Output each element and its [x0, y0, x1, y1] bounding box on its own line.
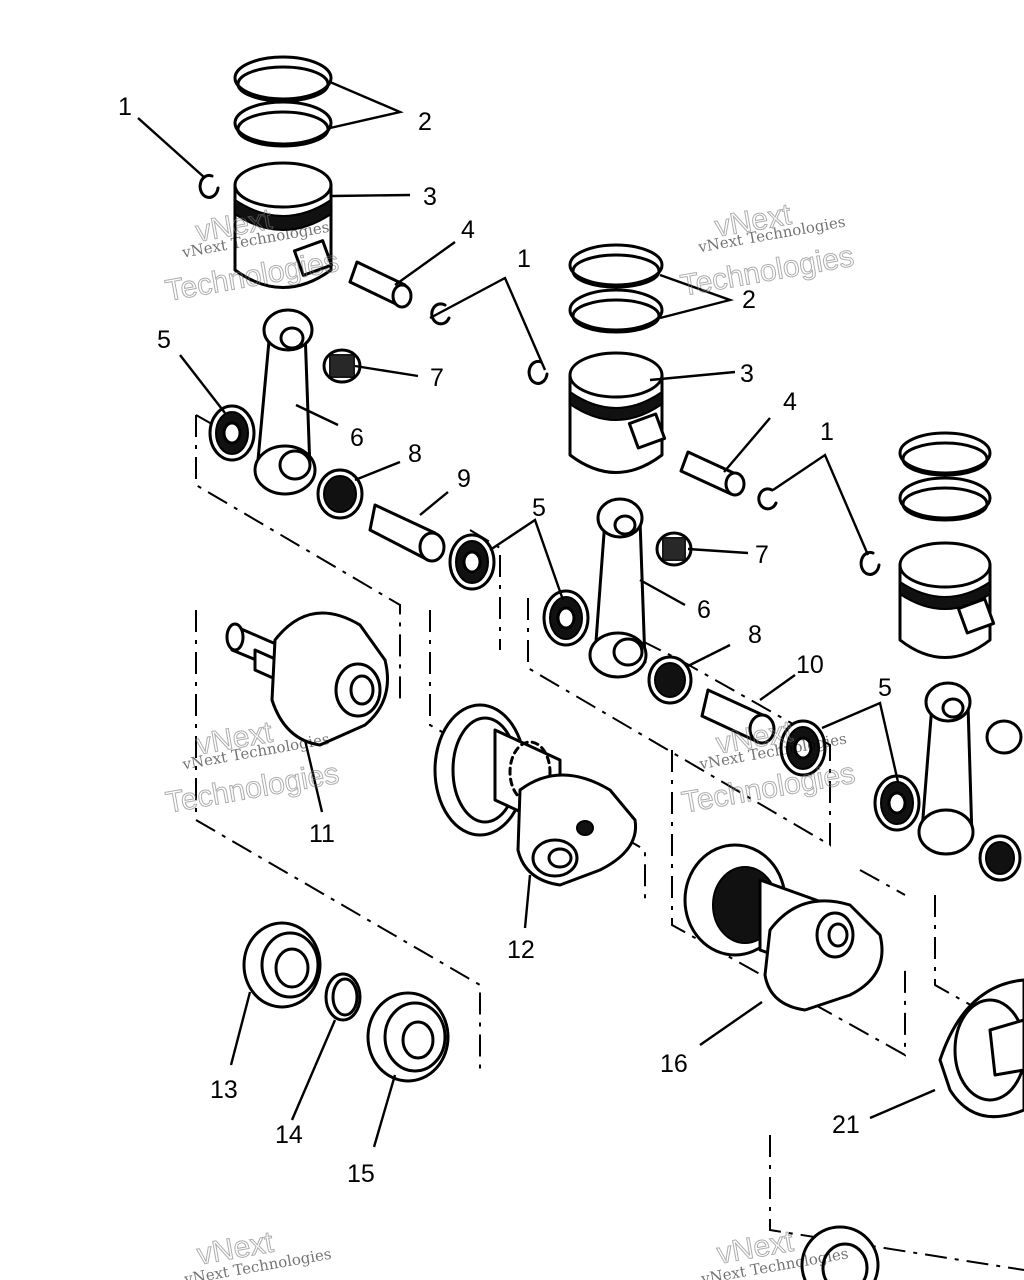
piston-ring-lower-c — [898, 476, 992, 522]
callout-3a: 3 — [423, 183, 437, 211]
callout-1a: 1 — [118, 93, 132, 121]
callout-1b: 1 — [517, 245, 531, 273]
callout-6a: 6 — [350, 424, 364, 452]
piston-ring-upper-a — [233, 55, 333, 103]
piston-ring-lower-a — [233, 100, 333, 148]
connecting-rod-c — [917, 681, 975, 856]
leader-lines — [137, 80, 936, 1148]
thrust-washer-a2 — [448, 533, 496, 591]
piston-c — [898, 541, 996, 659]
callout-6b: 6 — [697, 596, 711, 624]
callout-4a: 4 — [461, 216, 475, 244]
thrust-washer-b2 — [779, 719, 827, 777]
piston-ring-upper-b — [568, 243, 664, 289]
ball-bearing-15 — [366, 991, 450, 1083]
circlip-b — [527, 359, 549, 385]
callout-5b: 5 — [532, 494, 546, 522]
callout-3b: 3 — [740, 360, 754, 388]
crankshaft-middle-section — [433, 703, 638, 887]
circlip-a — [198, 173, 220, 199]
callout-5c: 5 — [878, 674, 892, 702]
watermark-bottom-left: vNext vNext Technologies — [182, 1225, 333, 1280]
crankshaft-right-section — [938, 978, 1024, 1119]
callout-21: 21 — [832, 1111, 860, 1139]
needle-bearing-large-a — [316, 468, 364, 520]
piston-ring-lower-b — [568, 288, 664, 334]
callout-15: 15 — [347, 1160, 375, 1188]
needle-bearing-small-b — [655, 531, 693, 567]
callout-5a: 5 — [157, 326, 171, 354]
callout-7a: 7 — [430, 364, 444, 392]
piston-b — [568, 351, 667, 474]
retaining-ring-14 — [324, 972, 362, 1022]
callout-2a: 2 — [418, 108, 432, 136]
callout-4b: 4 — [783, 388, 797, 416]
connecting-rod-b — [588, 497, 648, 679]
piston-pin-a — [348, 260, 413, 309]
piston-a — [233, 161, 334, 289]
crank-pin-b — [700, 688, 776, 745]
callout-labels: 1 2 3 4 5 6 7 8 9 1 2 3 4 5 6 7 8 10 1 5… — [118, 93, 892, 1188]
needle-bearing-large-c — [978, 834, 1022, 882]
callout-11: 11 — [309, 820, 335, 848]
watermark-top-right: vNext vNext Technologies Technologies — [678, 197, 857, 303]
callout-7b: 7 — [755, 541, 769, 569]
thrust-washer-c — [873, 774, 921, 832]
callout-8b: 8 — [748, 621, 762, 649]
callout-14: 14 — [275, 1121, 303, 1149]
needle-bearing-small-c — [985, 719, 1023, 755]
needle-bearing-small-a — [322, 348, 362, 384]
needle-bearing-large-b — [647, 655, 693, 705]
ball-bearing-bottom — [800, 1225, 880, 1280]
circlip-b2 — [757, 487, 778, 511]
crankshaft-end-section — [225, 611, 389, 747]
callout-12: 12 — [507, 936, 535, 964]
callout-13: 13 — [210, 1076, 238, 1104]
circlip-a2 — [430, 302, 451, 326]
callout-9: 9 — [457, 465, 471, 493]
connecting-rod-a — [253, 308, 317, 496]
piston-pin-b — [679, 450, 746, 497]
callout-16: 16 — [660, 1050, 688, 1078]
crank-pin-a — [368, 503, 446, 563]
callout-10: 10 — [796, 651, 824, 679]
circlip-c — [859, 550, 881, 576]
thrust-washer-a — [208, 404, 256, 462]
callout-2b: 2 — [742, 286, 756, 314]
thrust-washer-b — [542, 589, 590, 647]
crankshaft-center-section — [683, 843, 884, 1012]
callout-8a: 8 — [408, 440, 422, 468]
piston-ring-upper-c — [898, 431, 992, 477]
callout-1c: 1 — [820, 418, 834, 446]
ball-bearing-13 — [242, 921, 322, 1009]
